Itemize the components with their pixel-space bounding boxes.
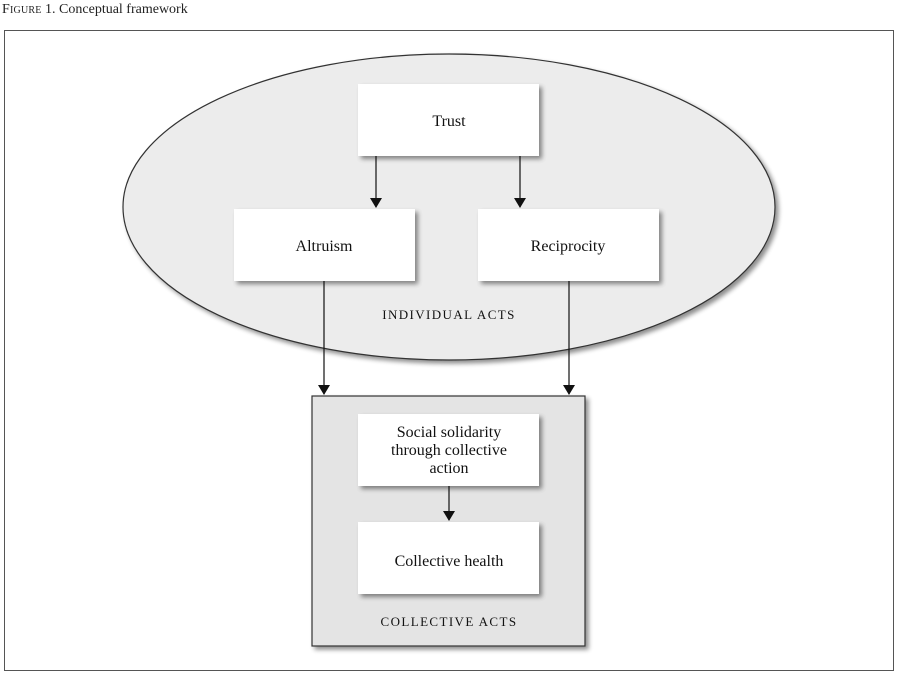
solidarity-label-line-1: Social solidarity	[397, 424, 501, 441]
figure-caption-text: 1. Conceptual framework	[45, 2, 188, 17]
altruism-node-box	[234, 209, 415, 281]
reciprocity-label: Reciprocity	[531, 238, 606, 255]
altruism-label: Altruism	[296, 238, 353, 255]
individual-acts-ellipse	[122, 53, 776, 361]
health-node-box	[358, 522, 539, 594]
individual-acts-label: INDIVIDUAL ACTS	[382, 307, 516, 322]
trust-node-box	[358, 84, 539, 156]
trust-label: Trust	[432, 113, 466, 130]
figure-frame	[4, 30, 894, 671]
solidarity-label-line-3: action	[429, 460, 468, 477]
figure-caption: Figure 1. Conceptual framework	[2, 2, 188, 18]
reciprocity-node-box	[478, 209, 659, 281]
figure-caption-prefix: Figure	[2, 2, 42, 17]
solidarity-label-line-2: through collective	[391, 442, 507, 459]
health-label: Collective health	[395, 553, 504, 570]
solidarity-node-box	[358, 414, 539, 486]
collective-acts-label: COLLECTIVE ACTS	[381, 614, 518, 629]
